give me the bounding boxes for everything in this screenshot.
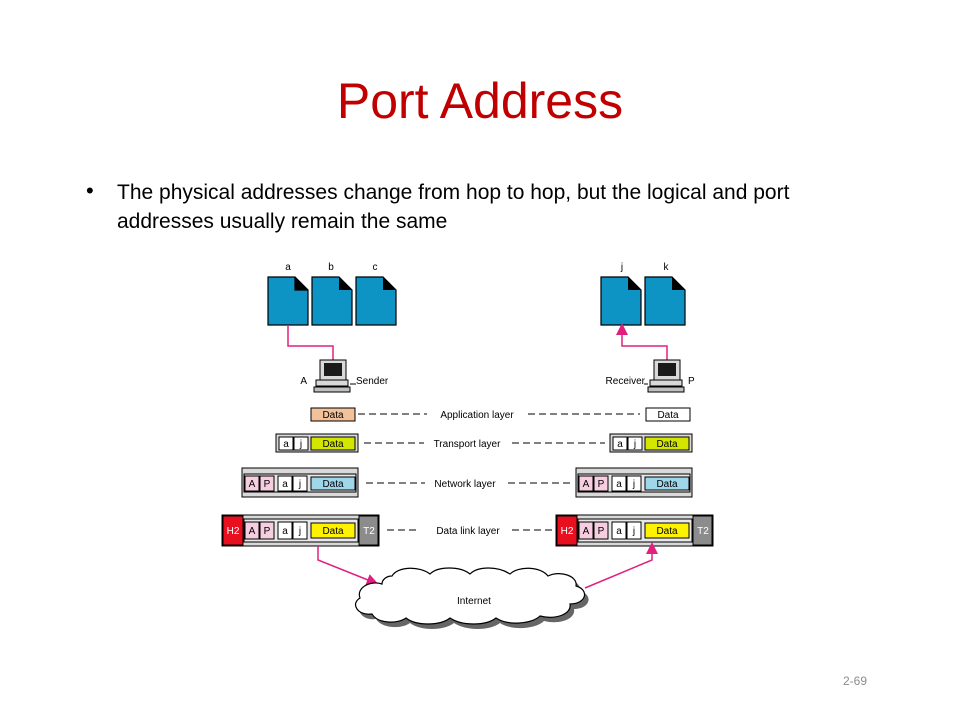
receiver-datalink-dst-logical: P — [598, 526, 605, 537]
receiver-file-label-j: j — [620, 262, 623, 273]
sender-network-packet — [241, 467, 359, 498]
receiver-file-j-icon — [600, 276, 642, 326]
application-layer-label: Application layer — [440, 410, 514, 421]
network-layer-label: Network layer — [434, 479, 496, 490]
receiver-network-src-logical: A — [583, 479, 590, 490]
sender-app-data — [310, 407, 356, 422]
receiver-network-packet — [575, 467, 693, 498]
receiver-datalink-dst-port: j — [632, 526, 635, 537]
receiver-network-dst-port: j — [632, 479, 635, 490]
receiver-file-link — [616, 323, 668, 362]
sender-datalink-src-port: a — [282, 526, 288, 537]
sender-network-data: Data — [322, 479, 344, 490]
sender-file-label-a: a — [285, 262, 291, 273]
sender-datalink-dst-logical: P — [264, 526, 271, 537]
slide-number: 2-69 — [843, 674, 868, 688]
sender-app-data-label: Data — [322, 410, 344, 421]
sender-transport-dst-port: j — [299, 439, 302, 450]
sender-network-src-logical: A — [249, 479, 256, 490]
bullet-icon: • — [86, 178, 94, 203]
sender-file-link — [287, 325, 334, 362]
page-title: Port Address — [336, 73, 624, 129]
receiver-transport-dst-port: j — [633, 439, 636, 450]
sender-datalink-dst-port: j — [298, 526, 301, 537]
receiver-app-data-label: Data — [657, 410, 679, 421]
receiver-datalink-frame — [555, 514, 714, 547]
sender-datalink-header: H2 — [227, 526, 240, 537]
receiver-datalink-src-logical: A — [583, 526, 590, 537]
sender-label: Sender — [356, 376, 389, 387]
sender-file-label-c: c — [373, 262, 378, 273]
receiver-network-src-port: a — [616, 479, 622, 490]
receiver-app-data — [645, 407, 691, 422]
transport-layer-label: Transport layer — [434, 439, 502, 450]
bullet-text: The physical addresses change from hop t… — [117, 181, 790, 233]
sender-file-a-icon — [267, 276, 309, 326]
sender-network-src-port: a — [282, 479, 288, 490]
receiver-internet-link — [584, 542, 658, 589]
receiver-datalink-src-port: a — [616, 526, 622, 537]
receiver-datalink-data: Data — [656, 526, 678, 537]
sender-computer-icon — [313, 359, 356, 393]
sender-datalink-frame — [221, 514, 380, 547]
receiver-network-data: Data — [656, 479, 678, 490]
receiver-datalink-trailer: T2 — [697, 526, 709, 537]
internet-label: Internet — [457, 596, 491, 607]
internet-cloud-icon — [355, 567, 589, 629]
sender-network-dst-logical: P — [264, 479, 271, 490]
sender-file-label-b: b — [328, 262, 334, 273]
receiver-computer-icon — [644, 359, 685, 393]
receiver-host-label: P — [688, 376, 695, 387]
receiver-datalink-header: H2 — [561, 526, 574, 537]
sender-file-b-icon — [311, 276, 353, 326]
sender-datalink-trailer: T2 — [363, 526, 375, 537]
sender-datalink-data: Data — [322, 526, 344, 537]
sender-network-dst-port: j — [298, 479, 301, 490]
sender-host-label: A — [300, 376, 307, 387]
sender-datalink-src-logical: A — [249, 526, 256, 537]
sender-file-c-icon — [355, 276, 397, 326]
receiver-label: Receiver — [606, 376, 646, 387]
sender-transport-src-port: a — [283, 439, 289, 450]
sender-transport-data: Data — [322, 439, 344, 450]
sender-internet-link — [317, 546, 379, 586]
datalink-layer-label: Data link layer — [436, 526, 500, 537]
receiver-transport-packet — [609, 433, 693, 453]
receiver-file-label-k: k — [664, 262, 670, 273]
receiver-transport-data: Data — [656, 439, 678, 450]
receiver-file-k-icon — [644, 276, 686, 326]
receiver-transport-src-port: a — [617, 439, 623, 450]
receiver-network-dst-logical: P — [598, 479, 605, 490]
sender-transport-packet — [275, 433, 359, 453]
